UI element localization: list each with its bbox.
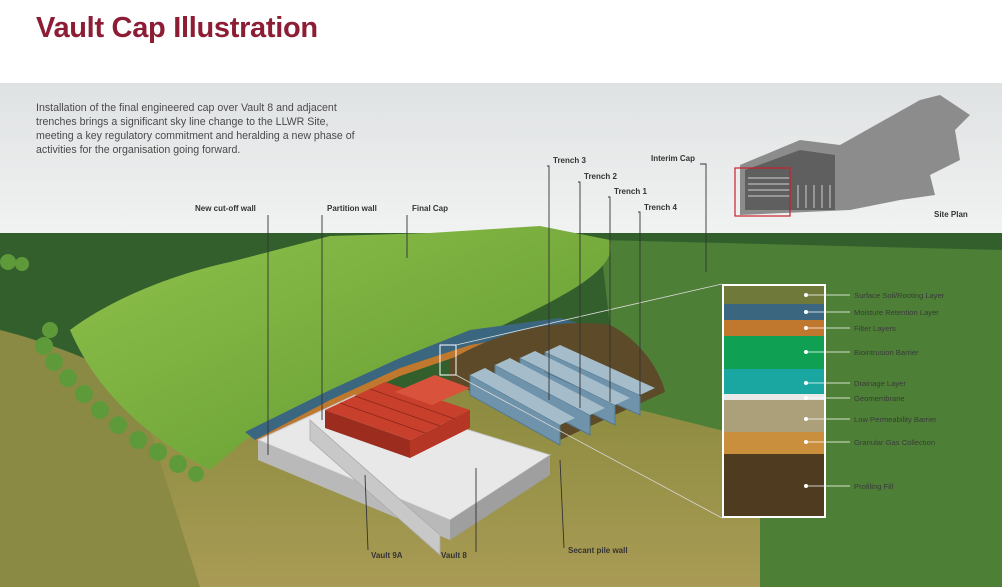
layer-label: Surface Soil/Rooting Layer <box>854 291 945 300</box>
layer-label: Drainage Layer <box>854 379 906 388</box>
label-site-plan: Site Plan <box>934 210 968 219</box>
layer-granular-gas <box>724 432 824 454</box>
page-title: Vault Cap Illustration <box>36 12 318 44</box>
callout-lines <box>267 163 707 552</box>
layer-label: Granular Gas Collection <box>854 438 935 447</box>
label-vault8: Vault 8 <box>441 551 467 560</box>
layer-profiling-fill <box>724 454 824 516</box>
layer-label: Low Permeability Barrier <box>854 415 937 424</box>
layer-label: Profiling Fill <box>854 482 894 491</box>
label-interim-cap: Interim Cap <box>651 154 695 163</box>
vault-wall-right <box>450 455 550 540</box>
label-partition-wall: Partition wall <box>327 204 377 213</box>
layer-drainage <box>724 369 824 394</box>
label-new-cutoff-wall: New cut-off wall <box>195 204 256 213</box>
layer-moisture <box>724 304 824 320</box>
label-trench3: Trench 3 <box>553 156 586 165</box>
label-vault9a: Vault 9A <box>371 551 403 560</box>
site-plan-highlight <box>734 167 791 217</box>
layer-label: Moisture Retention Layer <box>854 308 939 317</box>
final-cap-mound <box>70 226 612 470</box>
label-secant-pile-wall: Secant pile wall <box>568 546 628 555</box>
layer-biointrusion <box>724 336 824 369</box>
site-plan <box>734 95 970 217</box>
layer-label: Geomembrane <box>854 394 905 403</box>
layer-label: Filter Layers <box>854 324 896 333</box>
detail-marker <box>439 344 457 376</box>
layer-label: Biointrusion Barrier <box>854 348 919 357</box>
label-trench4: Trench 4 <box>644 203 677 212</box>
layer-geomembrane <box>724 394 824 400</box>
layer-surface-soil <box>724 286 824 304</box>
layer-low-permeability <box>724 400 824 432</box>
label-trench1: Trench 1 <box>614 187 647 196</box>
layer-panel <box>722 284 826 518</box>
partition-wall <box>309 419 441 556</box>
label-final-cap: Final Cap <box>412 204 448 213</box>
intro-text: Installation of the final engineered cap… <box>36 102 355 156</box>
layer-filter <box>724 320 824 336</box>
label-trench2: Trench 2 <box>584 172 617 181</box>
hedge <box>0 254 204 482</box>
layer-leaders <box>806 294 850 487</box>
